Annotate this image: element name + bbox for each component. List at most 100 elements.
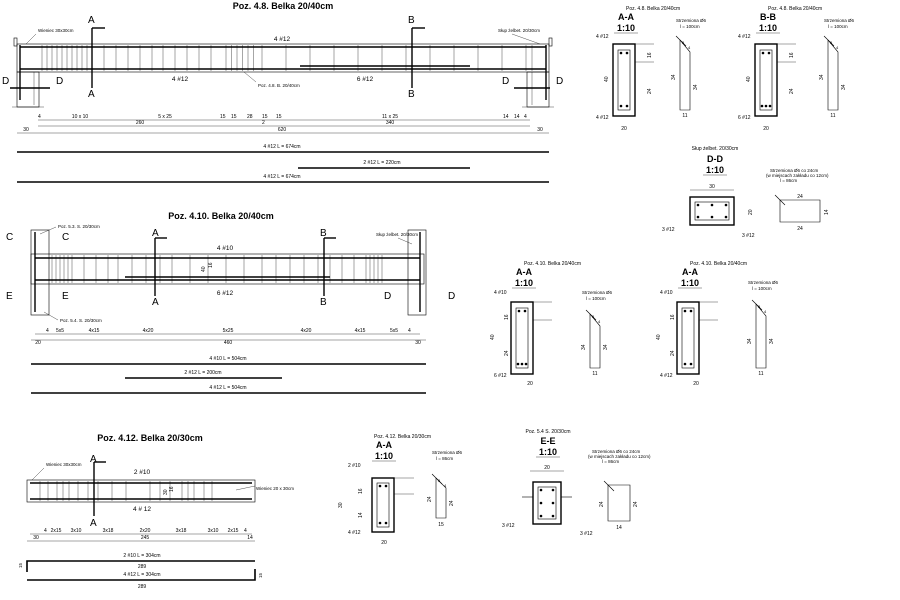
svg-text:289: 289 <box>138 584 147 590</box>
svg-text:4 #12: 4 #12 <box>596 34 609 40</box>
svg-text:15: 15 <box>262 114 268 120</box>
section-marker-a: A A <box>88 15 105 100</box>
svg-text:Słup żelbet. 20/30cm: Słup żelbet. 20/30cm <box>692 146 739 152</box>
svg-text:3x10: 3x10 <box>208 528 219 534</box>
svg-text:34: 34 <box>581 344 587 350</box>
svg-text:4x20: 4x20 <box>143 328 154 334</box>
svg-text:4 #10 L = 504cm: 4 #10 L = 504cm <box>209 356 246 362</box>
svg-text:(w miejscach zakładu co 12cm): (w miejscach zakładu co 12cm) <box>766 173 829 178</box>
svg-text:4 #12: 4 #12 <box>660 373 673 379</box>
svg-text:24: 24 <box>599 501 605 507</box>
svg-text:460: 460 <box>224 340 233 346</box>
svg-text:24: 24 <box>633 501 639 507</box>
svg-text:5 x 25: 5 x 25 <box>158 114 172 120</box>
beam-4-10-stirrups <box>51 255 383 283</box>
svg-text:2x15: 2x15 <box>228 528 239 534</box>
beam-4-8-title: Poz. 4.8. Belka 20/40cm <box>233 1 334 11</box>
svg-text:30: 30 <box>537 127 543 133</box>
svg-text:40: 40 <box>604 76 610 82</box>
svg-text:34: 34 <box>747 338 753 344</box>
svg-text:30: 30 <box>163 489 169 495</box>
beam-4-10-elevation: Poz. 4.10. Belka 20/40cm 4 #10 6 #12 40 … <box>6 211 455 394</box>
svg-text:4: 4 <box>44 528 47 534</box>
beam-4-8-bottom-bar-left-label: 4 #12 <box>172 76 189 83</box>
svg-text:A: A <box>90 518 97 529</box>
svg-text:34: 34 <box>671 74 677 80</box>
svg-text:4 #12: 4 #12 <box>596 115 609 121</box>
svg-text:24: 24 <box>670 350 676 356</box>
beam-4-10-title: Poz. 4.10. Belka 20/40cm <box>168 211 274 221</box>
svg-text:15: 15 <box>18 562 23 568</box>
svg-text:4 # 12: 4 # 12 <box>133 506 151 513</box>
svg-text:2 #12 L = 220cm: 2 #12 L = 220cm <box>363 160 400 166</box>
svg-text:4: 4 <box>524 114 527 120</box>
beam-4-12-elevation: Poz. 4.12. Belka 20/30cm 2 #10 4 # 12 30… <box>18 433 294 590</box>
svg-text:5: 5 <box>592 314 595 319</box>
svg-text:20: 20 <box>621 126 627 132</box>
svg-text:30: 30 <box>709 184 715 190</box>
svg-text:4: 4 <box>836 45 839 50</box>
svg-text:10 x 10: 10 x 10 <box>72 114 89 120</box>
svg-text:16: 16 <box>789 52 795 58</box>
section-marker-c-e-d: C C E E D D <box>6 232 455 302</box>
svg-text:20: 20 <box>544 465 550 471</box>
svg-text:4: 4 <box>46 328 49 334</box>
svg-text:Poz. 4.10. Belka 20/40cm: Poz. 4.10. Belka 20/40cm <box>690 261 747 267</box>
svg-text:3x10: 3x10 <box>71 528 82 534</box>
svg-text:1:10: 1:10 <box>706 165 724 175</box>
svg-text:4 #12 L = 504cm: 4 #12 L = 504cm <box>209 385 246 391</box>
svg-text:l = 86cm: l = 86cm <box>780 178 797 183</box>
svg-text:Poz. 4.12. Belka 20/30cm: Poz. 4.12. Belka 20/30cm <box>374 434 431 440</box>
section-e-e: Poz. 5.4 S. 20/30cm E-E 1:10 20 3 #12 3 … <box>502 429 651 537</box>
beam-4-8-stirrups <box>41 45 533 71</box>
svg-text:4 #12: 4 #12 <box>738 34 751 40</box>
svg-text:5: 5 <box>682 40 685 45</box>
svg-text:260: 260 <box>136 120 145 126</box>
svg-text:34: 34 <box>603 344 609 350</box>
svg-text:4: 4 <box>38 114 41 120</box>
beam-4-8-slup-label: Słup żelbet. 20/30cm <box>498 28 540 33</box>
svg-text:5: 5 <box>758 304 761 309</box>
svg-text:Strzemiona Ø6: Strzemiona Ø6 <box>676 18 707 23</box>
svg-text:4 #12: 4 #12 <box>348 530 361 536</box>
svg-text:2: 2 <box>262 120 265 126</box>
svg-text:40: 40 <box>201 266 207 272</box>
svg-text:24: 24 <box>449 500 455 506</box>
svg-text:24: 24 <box>797 194 803 200</box>
svg-text:4 #10: 4 #10 <box>217 245 234 252</box>
svg-text:28: 28 <box>247 114 253 120</box>
svg-text:5x5: 5x5 <box>390 328 398 334</box>
svg-text:20: 20 <box>763 126 769 132</box>
section-marker-d: D D D D <box>2 76 563 89</box>
beam-4-8-elevation: Poz. 4.8. Belka 20/40cm 4 #12 4 #12 6 #1… <box>2 1 563 183</box>
svg-text:D: D <box>556 76 563 87</box>
svg-text:A-A: A-A <box>682 267 698 277</box>
svg-text:l = 86cm: l = 86cm <box>436 456 453 461</box>
svg-text:D: D <box>448 291 455 302</box>
svg-text:24: 24 <box>427 496 433 502</box>
svg-text:B: B <box>408 89 415 100</box>
svg-text:2 #12 L = 200cm: 2 #12 L = 200cm <box>184 370 221 376</box>
svg-text:A: A <box>88 89 95 100</box>
svg-text:24: 24 <box>789 88 795 94</box>
svg-text:Strzemiona Ø6: Strzemiona Ø6 <box>432 450 463 455</box>
section-marker-a-412: A A <box>90 454 106 529</box>
svg-text:B: B <box>408 15 415 26</box>
svg-text:4: 4 <box>598 319 601 324</box>
svg-text:340: 340 <box>386 120 395 126</box>
svg-text:l = 100cm: l = 100cm <box>752 286 772 291</box>
section-4-10-a-a-1: Poz. 4.10. Belka 20/40cm A-A 1:10 4 #10 … <box>490 261 613 387</box>
svg-text:1:10: 1:10 <box>515 278 533 288</box>
svg-text:20: 20 <box>381 540 387 546</box>
svg-text:Poz. 5.4 S. 20/30cm: Poz. 5.4 S. 20/30cm <box>525 429 570 435</box>
section-4-10-a-a-2: Poz. 4.10. Belka 20/40cm A-A 1:10 4 #10 … <box>656 261 779 387</box>
svg-text:16: 16 <box>169 486 175 492</box>
svg-text:4: 4 <box>764 309 767 314</box>
svg-text:l = 100cm: l = 100cm <box>828 24 848 29</box>
svg-text:A-A: A-A <box>516 267 532 277</box>
svg-text:D-D: D-D <box>707 154 723 164</box>
svg-text:11: 11 <box>682 113 687 119</box>
svg-text:D: D <box>502 76 509 87</box>
svg-text:40: 40 <box>656 334 662 340</box>
